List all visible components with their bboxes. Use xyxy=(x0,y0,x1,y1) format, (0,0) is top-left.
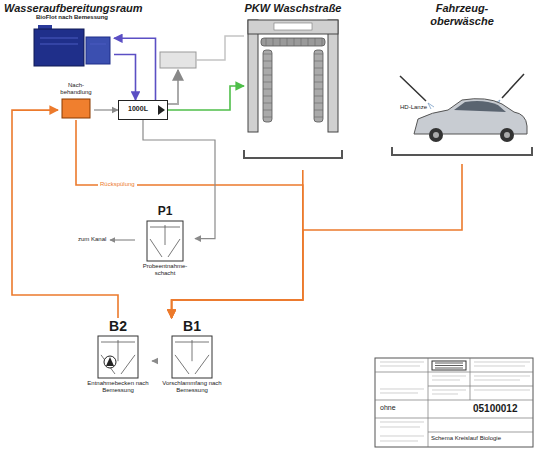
treatment-unit: BioFlot nach Bemessung xyxy=(30,14,114,68)
node-caption: Vorschlammfang nach Bemessung xyxy=(158,380,226,394)
gray-storage-box xyxy=(160,52,196,68)
pipe-connector xyxy=(152,360,158,361)
node-title: Nach- behandlung xyxy=(58,82,94,96)
pipe-connector xyxy=(172,170,303,318)
car-wash-bay: PKW Waschstraße xyxy=(244,2,342,170)
extraction-basin: B2Entnahmebecken nach Bemessung xyxy=(84,318,152,404)
vehicle-wash-area: Fahrzeug- oberwäsche xyxy=(392,2,532,164)
car-wash-bay-shape xyxy=(244,2,342,170)
node-caption: Entnahmebecken nach Bemessung xyxy=(84,380,152,394)
node-title: 1000L xyxy=(118,105,158,113)
pipe-connector xyxy=(94,109,118,110)
treatment-unit-shape xyxy=(30,14,114,68)
gray-supply-line xyxy=(196,36,244,60)
drawing-number: 05100012 xyxy=(473,403,518,415)
storage-tank: 1000L xyxy=(118,100,168,120)
pipe-connector xyxy=(114,38,156,100)
pipe-label: Rückspülung xyxy=(98,180,137,189)
pipe-connector xyxy=(76,120,303,318)
sludge-trap: B1Vorschlammfang nach Bemessung xyxy=(158,318,226,404)
node-title: P1 xyxy=(135,205,195,219)
sewer-outlet-line xyxy=(110,240,135,241)
node-title: BioFlot nach Bemessung xyxy=(30,14,114,21)
node-caption: Probeentnahme- schacht xyxy=(135,263,195,277)
scale-value: ohne xyxy=(380,404,396,412)
lance-label: HD-Lanze xyxy=(400,104,427,111)
node-title: B2 xyxy=(84,318,152,334)
pipe-connector xyxy=(12,110,118,318)
outlet-label: zum Kanal xyxy=(78,236,106,243)
pipe-connector xyxy=(114,55,136,101)
drawing-title: Schema Kreislauf Biologie xyxy=(431,435,501,442)
node-title: B1 xyxy=(158,318,226,334)
room-heading: Wasseraufbereitungsraum xyxy=(4,2,143,15)
gray-feed-line xyxy=(168,70,178,104)
dosing-box: Nach- behandlung xyxy=(58,82,94,120)
node-title: Fahrzeug- oberwäsche xyxy=(417,2,507,27)
sampling-shaft: P1Probeentnahme- schacht xyxy=(135,205,195,289)
node-title: PKW Waschstraße xyxy=(244,2,342,15)
pipe-connector xyxy=(168,86,244,110)
title-block xyxy=(375,358,533,447)
